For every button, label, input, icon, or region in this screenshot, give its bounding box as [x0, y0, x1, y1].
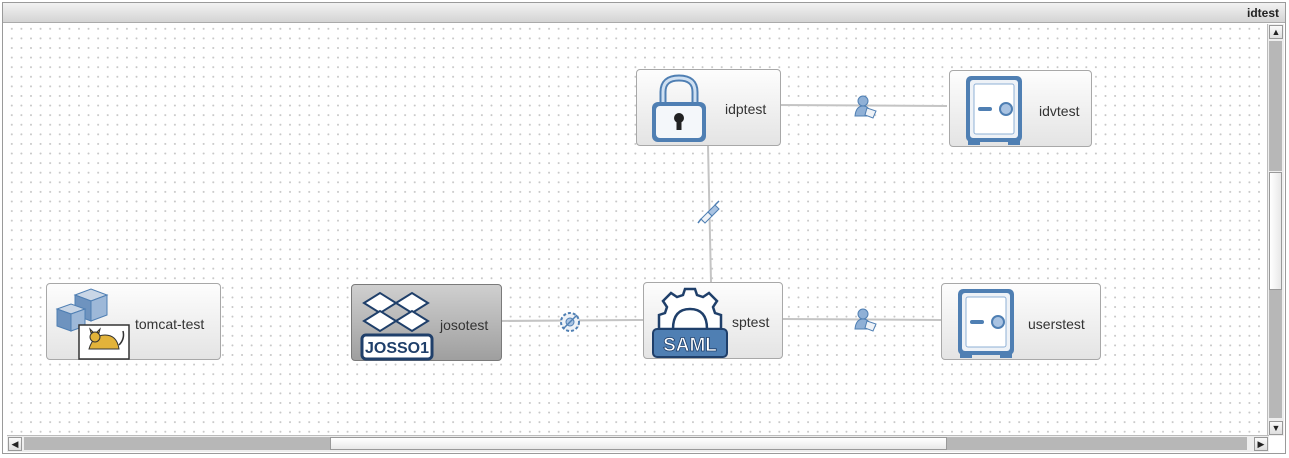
gear-connector-icon[interactable]: [557, 309, 583, 335]
saml-gear-icon: SAML: [652, 287, 728, 358]
node-userstest[interactable]: userstest: [941, 283, 1101, 360]
node-label: userstest: [1028, 316, 1085, 332]
safe-icon: [958, 289, 1014, 358]
node-label: tomcat-test: [135, 316, 205, 332]
node-label: idvtest: [1039, 103, 1080, 119]
vertical-scrollbar[interactable]: ▲ ▼: [1267, 24, 1284, 436]
window-title: idtest: [1246, 6, 1279, 20]
josso1-icon: JOSSO1: [360, 291, 434, 361]
diagram-canvas[interactable]: idptest idvtest: [7, 24, 1269, 438]
user-connector-icon[interactable]: [852, 307, 878, 333]
horizontal-scroll-track[interactable]: [947, 437, 1247, 450]
node-label: josotest: [440, 317, 489, 333]
node-sptest[interactable]: SAML sptest: [643, 282, 783, 359]
safe-icon: [966, 76, 1022, 145]
title-bar: idtest: [3, 3, 1285, 23]
node-josotest[interactable]: JOSSO1 josotest: [351, 284, 502, 361]
node-label: idptest: [725, 101, 767, 117]
horizontal-scroll-track[interactable]: [24, 437, 330, 450]
scroll-up-button[interactable]: ▲: [1269, 25, 1283, 39]
vertical-scroll-thumb[interactable]: [1269, 172, 1282, 290]
federation-link-icon[interactable]: [697, 199, 723, 225]
user-connector-icon[interactable]: [852, 94, 878, 120]
josso1-icon-text: JOSSO1: [365, 340, 429, 357]
node-label: sptest: [732, 314, 770, 330]
node-idptest[interactable]: idptest: [636, 69, 781, 146]
tomcat-server-icon: [55, 288, 130, 360]
node-idvtest[interactable]: idvtest: [949, 70, 1092, 147]
horizontal-scroll-thumb[interactable]: [330, 437, 947, 450]
horizontal-scrollbar[interactable]: ◀ ▶: [7, 435, 1269, 452]
scroll-left-button[interactable]: ◀: [8, 437, 22, 451]
node-tomcat-test[interactable]: tomcat-test: [46, 283, 221, 360]
padlock-icon: [652, 74, 706, 142]
vertical-scroll-track[interactable]: [1269, 41, 1282, 171]
scroll-right-button[interactable]: ▶: [1254, 437, 1268, 451]
vertical-scroll-track[interactable]: [1269, 290, 1282, 418]
scroll-down-button[interactable]: ▼: [1269, 421, 1283, 435]
saml-icon-text: SAML: [663, 335, 717, 356]
